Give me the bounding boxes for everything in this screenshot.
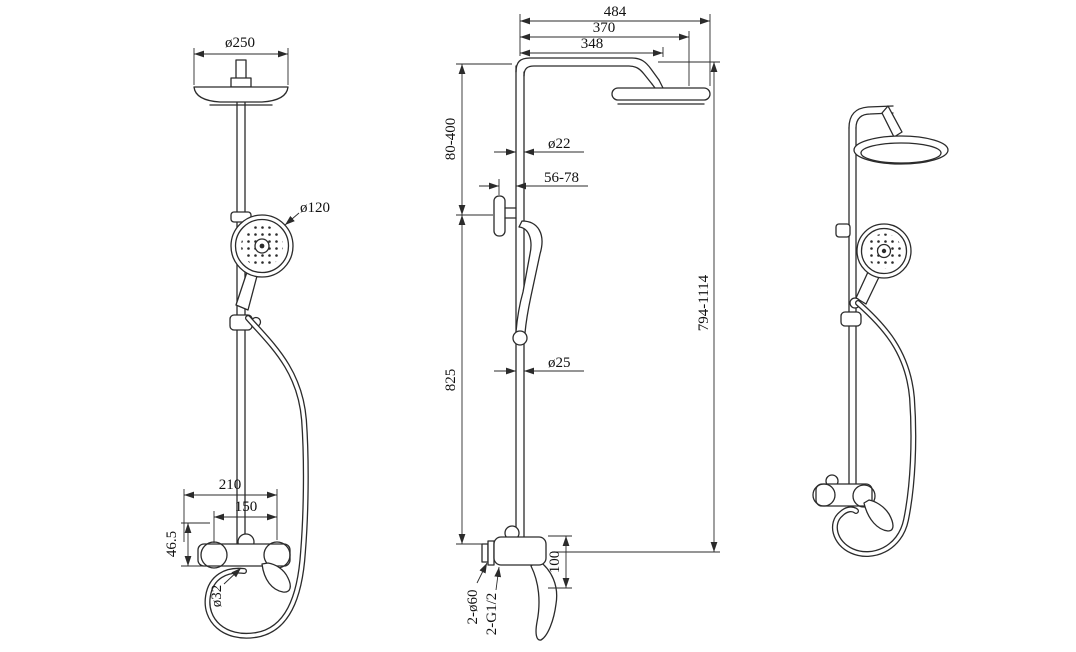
dim-side-inlet-connections: 2-G1/2 (484, 566, 502, 636)
mixer-body-side (493, 536, 547, 566)
dim-side-escutcheons: 2-ø60 (465, 562, 488, 625)
front-hand-shower (230, 214, 294, 311)
dim-side-overall-reach: 484 (519, 4, 711, 86)
mixer-handle (261, 562, 291, 593)
dim-upper-height-range-label: 80-400 (443, 118, 459, 161)
dim-riser-height-label: 825 (443, 369, 459, 392)
dim-side-mixer-drop: 100 (547, 535, 572, 589)
persp-mixer (812, 474, 894, 532)
side-shower-arm (515, 57, 664, 89)
dim-hand-shower-diameter-label: ø120 (300, 200, 330, 216)
dim-side-arm-inner-reach: 348 (520, 36, 664, 57)
mixer-lever-side (530, 559, 558, 641)
dim-overall-reach-label: 484 (604, 4, 627, 20)
side-rain-head (611, 87, 711, 105)
persp-wall-bracket (835, 223, 851, 238)
dim-side-riser-height: 825 (443, 215, 486, 545)
front-mixer (197, 533, 291, 593)
persp-hand-shower (849, 223, 912, 309)
persp-riser-pipe (848, 127, 857, 493)
front-view: ø250 (164, 35, 330, 639)
dim-side-riser-diameter: ø25 (494, 355, 584, 375)
dim-body-width-label: 210 (219, 477, 242, 493)
side-wall-bracket (493, 195, 517, 237)
dim-inlet-connections-label: 2-G1/2 (484, 593, 500, 636)
dim-arm-reach-label: 370 (593, 20, 616, 36)
persp-shower-arm (848, 105, 903, 138)
dim-front-hand-shower-diameter: ø120 (284, 200, 330, 226)
persp-slider-bracket (840, 311, 862, 327)
dim-overall-height-label: 794-1114 (696, 274, 712, 331)
mixer-body (197, 543, 291, 567)
dim-front-body-offset: 46.5 (164, 522, 210, 567)
dim-arm-inner-reach-label: 348 (581, 36, 604, 52)
perspective-view (812, 105, 949, 558)
dim-front-inlet-spacing: 150 (213, 499, 277, 543)
dim-front-head-diameter: ø250 (193, 35, 289, 85)
dim-front-head-diameter-label: ø250 (225, 35, 255, 51)
front-hose (204, 315, 309, 639)
dim-escutcheons-label: 2-ø60 (465, 590, 481, 625)
dim-front-knob-diameter: ø32 (209, 567, 242, 608)
dim-upper-pipe-diameter-label: ø22 (548, 136, 571, 152)
dim-side-upper-height-range: 80-400 (443, 63, 512, 216)
persp-left-escutcheon (812, 483, 836, 507)
dim-riser-diameter-label: ø25 (548, 355, 571, 371)
hand-shower-handle (235, 271, 258, 311)
dim-knob-diameter-label: ø32 (209, 585, 225, 608)
side-hand-shower (512, 220, 543, 346)
front-rain-head (193, 59, 289, 106)
persp-right-escutcheon (852, 484, 876, 508)
dim-mixer-drop-label: 100 (547, 551, 563, 574)
dim-side-arm-reach: 370 (520, 20, 690, 86)
dim-inlet-spacing-label: 150 (235, 499, 258, 515)
dim-wall-clearance-label: 56-78 (544, 170, 579, 186)
side-view: 484 370 348 80-400 ø22 (443, 4, 720, 641)
persp-mixer-handle (863, 499, 894, 532)
persp-rain-head (853, 135, 949, 165)
persp-hose (831, 300, 917, 558)
dim-body-offset-label: 46.5 (164, 531, 180, 557)
dim-front-body-width: 210 (183, 477, 278, 542)
dim-side-wall-clearance: 56-78 (479, 170, 588, 195)
dim-side-overall-height: 794-1114 (552, 61, 720, 553)
side-mixer (481, 525, 558, 641)
persp-mixer-body (815, 483, 873, 507)
dim-side-upper-pipe-diameter: ø22 (494, 136, 584, 156)
